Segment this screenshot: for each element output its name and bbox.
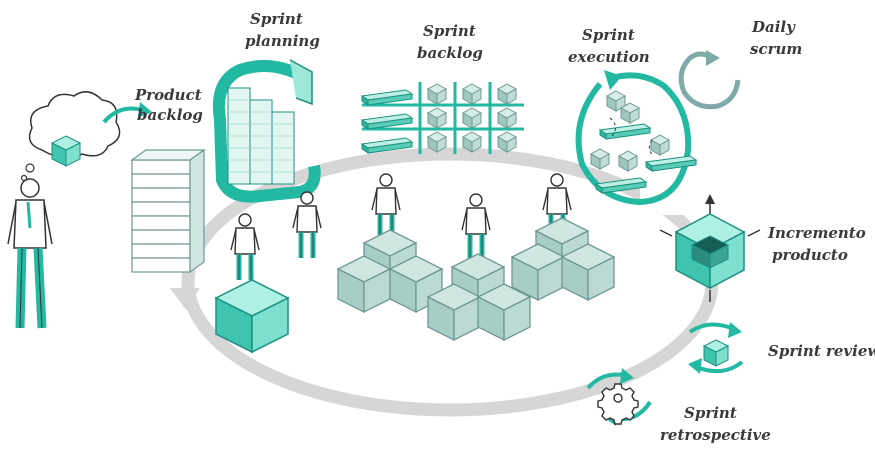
gear-icon	[586, 368, 652, 426]
label-sprint-planning-line1: Sprint	[250, 10, 303, 28]
cube-icon	[50, 135, 82, 167]
label-product-backlog-line2: backlog	[137, 106, 203, 124]
label-sprint-execution-line1: Sprint	[582, 26, 635, 44]
label-daily-scrum-line1: Daily	[751, 18, 796, 36]
label-sprint-retro-line1: Sprint	[684, 404, 737, 422]
work-cubes	[337, 217, 615, 341]
label-sprint-retro-line2: retrospective	[660, 426, 771, 444]
cloud-to-backlog-arrow	[102, 106, 143, 124]
label-sprint-execution-line2: execution	[568, 48, 650, 66]
label-increment-line1: Incremento	[767, 224, 866, 242]
label-sprint-backlog-line1: Sprint	[423, 22, 476, 40]
planning-cube	[214, 279, 290, 354]
sprint-review-icon	[688, 322, 744, 374]
product-increment-icon	[659, 194, 761, 302]
label-increment-line2: producto	[772, 246, 848, 264]
label-sprint-review: Sprint review	[768, 342, 875, 360]
thought-cloud-icon	[20, 91, 121, 182]
sprint-backlog-grid	[361, 82, 524, 154]
label-product-backlog-line1: Product	[134, 86, 202, 104]
sprint-execution-loop	[575, 70, 697, 206]
cycle-arrow-icon	[678, 50, 741, 110]
product-backlog-stack	[130, 148, 206, 274]
label-daily-scrum-line2: scrum	[750, 40, 802, 58]
sprint-planning-illustration	[213, 59, 321, 203]
label-sprint-planning-line2: planning	[245, 32, 320, 50]
diagram-labels: Product backlog Sprint planning Sprint b…	[134, 10, 875, 444]
label-sprint-backlog-line2: backlog	[417, 44, 483, 62]
product-owner-figure	[7, 178, 53, 329]
